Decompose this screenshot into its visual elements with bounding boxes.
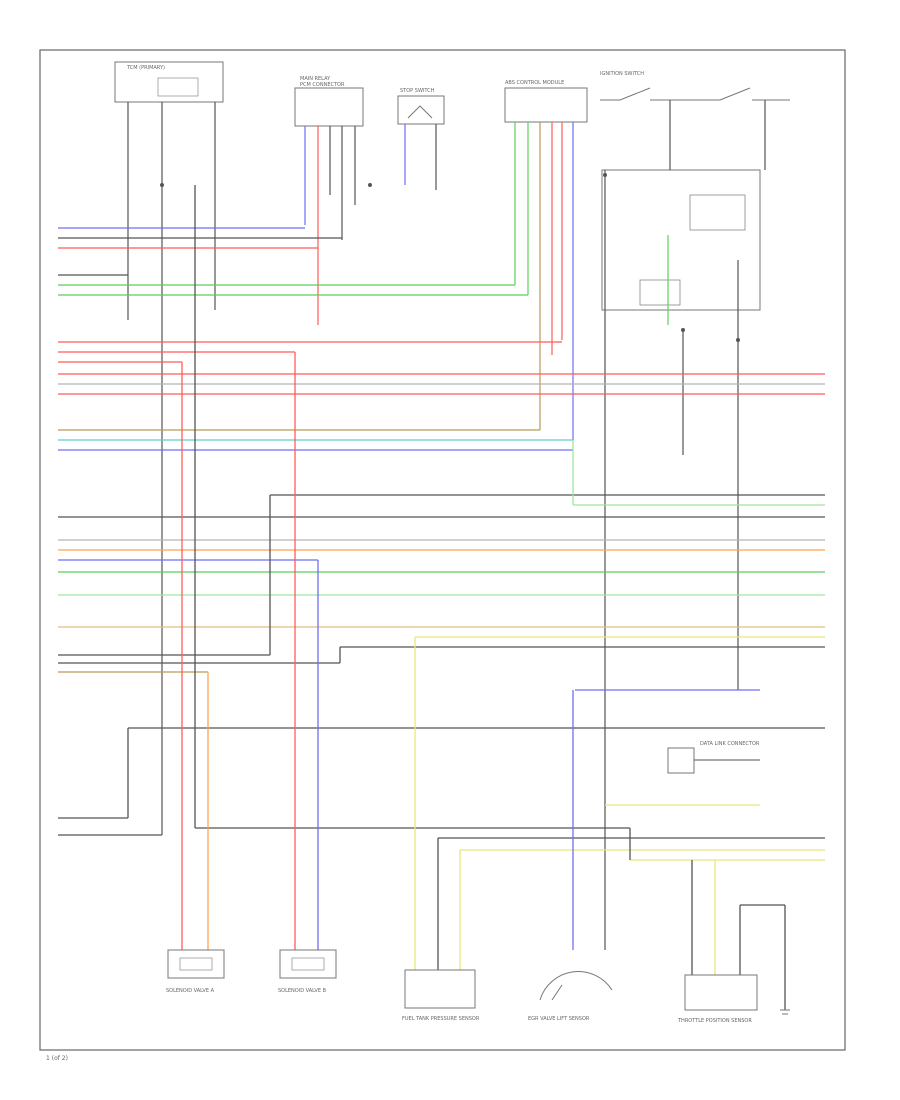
component-main-relay-box (294, 87, 364, 127)
relay-box-right (601, 169, 761, 311)
label-ignition-switch: IGNITION SWITCH (600, 71, 644, 77)
component-solenoid-a (167, 949, 225, 979)
component-fuel-tank-sensor (404, 969, 476, 1009)
component-solenoid-b (279, 949, 337, 979)
component-dlc-box (667, 747, 760, 774)
page-footer: 1 (of 2) (46, 1055, 68, 1062)
component-labels: TCM (PRIMARY) MAIN RELAY PCM CONNECTOR S… (126, 65, 760, 1024)
label-dlc: DATA LINK CONNECTOR (700, 741, 760, 747)
label-solenoid-a: SOLENOID VALVE A (166, 988, 215, 994)
component-egr-sensor (539, 971, 613, 1001)
label-solenoid-b: SOLENOID VALVE B (278, 988, 327, 994)
horizontal-wires (58, 227, 825, 861)
label-throttle-sensor: THROTTLE POSITION SENSOR (677, 1018, 752, 1024)
component-tcm-box (114, 61, 224, 103)
label-abs-module: ABS CONTROL MODULE (505, 80, 564, 86)
label-pcm-connector: PCM CONNECTOR (300, 82, 345, 88)
label-egr-sensor: EGR VALVE LIFT SENSOR (528, 1016, 590, 1022)
ground-symbol (780, 1009, 790, 1015)
label-stop-switch: STOP SWITCH (400, 88, 435, 94)
component-stop-switch-box (397, 95, 445, 125)
label-fuel-tank-sensor: FUEL TANK PRESSURE SENSOR (402, 1016, 480, 1022)
diagram-frame (39, 49, 846, 1051)
component-abs-module-box (504, 87, 588, 123)
vertical-wires-bottom (127, 185, 786, 1010)
component-throttle-sensor (684, 974, 758, 1011)
junction-dots (160, 173, 740, 342)
vertical-wires-top (127, 100, 766, 950)
ignition-switch-contacts (600, 87, 790, 101)
label-main-relay: MAIN RELAY (300, 76, 331, 82)
label-tcm: TCM (PRIMARY) (126, 65, 165, 71)
